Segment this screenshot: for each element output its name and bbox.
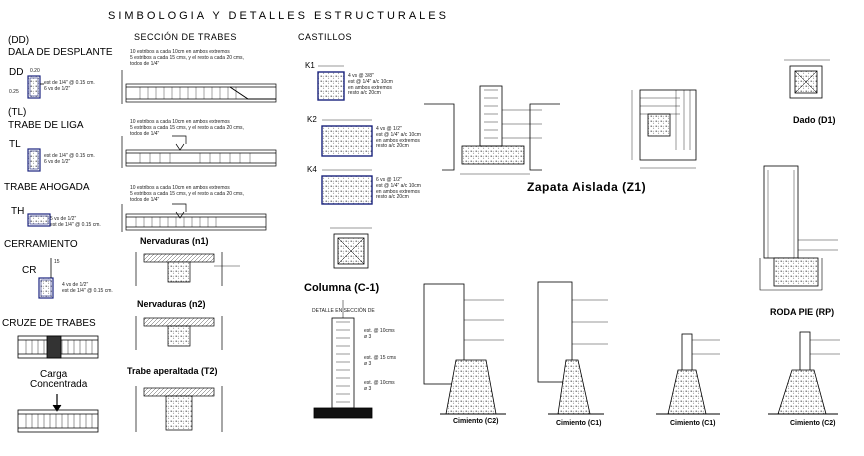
columna-c1-section <box>330 227 372 269</box>
cimiento-c2-detail-b <box>768 331 840 415</box>
cruce-trabes-detail <box>17 335 99 433</box>
trabe-aperaltada-label: Trabe aperaltada (T2) <box>127 366 218 376</box>
dd-dim-width: 0.20 <box>30 68 40 74</box>
trabe-elevation-2 <box>121 135 277 168</box>
th-section <box>27 213 51 227</box>
cr-section <box>38 258 54 299</box>
trabes-header: SECCIÓN DE TRABES <box>134 32 237 42</box>
k4-tag: K4 <box>307 165 317 174</box>
zapata-label: Zapata Aislada (Z1) <box>527 180 647 194</box>
k1-note: 4 vs @ 3/8" est @ 1/4" a/c 10cm en ambos… <box>348 73 393 97</box>
dado-label: Dado (D1) <box>793 115 836 125</box>
est-spacing-b: est. @ 15 cms ø 3 <box>364 355 397 367</box>
dd-dim-height: 0.25 <box>9 89 19 95</box>
k2-tag: K2 <box>307 115 317 124</box>
k4-note: 6 vs @ 1/2" est @ 1/4" a/c 10cm en ambos… <box>376 177 421 201</box>
nervaduras-n1-label: Nervaduras (n1) <box>140 236 209 246</box>
cr-name: CERRAMIENTO <box>4 239 78 250</box>
est-spacing-c: est. @ 10cms ø 3 <box>364 380 395 392</box>
th-name: TRABE AHOGADA <box>4 182 90 193</box>
tl-rebar-note: est de 1/4" @ 0.15 cm. 6 vs de 1/2" <box>44 153 95 165</box>
carga-line1: Carga <box>40 369 68 380</box>
trabe-note-3: 10 estribos a cada 10cm en ambos extremo… <box>130 185 244 203</box>
cr-dim: 15 <box>54 259 60 265</box>
nervadura-n1-section <box>135 252 240 286</box>
cimiento-c1-detail-a <box>537 281 608 415</box>
tl-tag: TL <box>9 139 21 150</box>
column-elevation <box>313 300 373 419</box>
castillo-k4-section <box>321 169 373 205</box>
cimiento-c2-label-b: Cimiento (C2) <box>790 420 836 427</box>
sheet-title: SIMBOLOGIA Y DETALLES ESTRUCTURALES <box>108 10 449 22</box>
k1-tag: K1 <box>305 61 315 70</box>
k2-note: 4 vs @ 1/2" est @ 1/4" a/c 10cm en ambos… <box>376 126 421 150</box>
trabe-aperaltada-section <box>135 386 223 432</box>
carga-line2: Concentrada <box>30 379 88 390</box>
dd-code: (DD) <box>8 35 30 46</box>
columna-label: Columna (C-1) <box>304 282 380 294</box>
tl-section <box>27 148 41 172</box>
trabe-elevation-1 <box>121 70 277 104</box>
tl-code: (TL) <box>8 107 27 118</box>
cimiento-c1-detail-b <box>656 333 720 415</box>
cimiento-c2-label: Cimiento (C2) <box>453 418 499 425</box>
cimiento-c1-label-a: Cimiento (C1) <box>556 420 602 427</box>
cimiento-c1-label-b: Cimiento (C1) <box>670 420 716 427</box>
nervaduras-n2-label: Nervaduras (n2) <box>137 299 206 309</box>
detalle-seccion-label: DETALLE EN SECCIÓN DE <box>312 308 375 314</box>
trabe-elevation-3 <box>121 203 267 232</box>
nervadura-n2-section <box>135 316 223 350</box>
dd-tag: DD <box>9 67 24 78</box>
roda-pie-section <box>759 165 838 291</box>
castillo-k2-section <box>321 119 373 157</box>
cruce-name: CRUZE DE TRABES <box>2 318 96 329</box>
th-tag: TH <box>11 206 25 217</box>
trabe-note-1: 10 estribos a cada 10cm en ambos extremo… <box>130 49 244 67</box>
th-rebar-note: 5 vs de 1/2" est de 1/4" @ 0.15 cm. <box>50 216 101 228</box>
cr-tag: CR <box>22 265 37 276</box>
zapata-z1-elevation <box>424 85 560 175</box>
trabe-note-2: 10 estribos a cada 10cm en ambos extremo… <box>130 119 244 137</box>
cr-rebar-note: 4 vs de 1/2" est de 1/4" @ 0.15 cm. <box>62 282 113 294</box>
castillo-k1-section <box>317 65 345 101</box>
dd-section <box>27 75 44 99</box>
tl-name: TRABE DE LIGA <box>8 120 84 131</box>
roda-pie-label: RODA PIE (RP) <box>770 307 835 317</box>
dd-name: DALA DE DESPLANTE <box>8 47 113 58</box>
est-spacing-a: est. @ 10cms ø 3 <box>364 328 395 340</box>
dd-rebar-note: est de 1/4" @ 0.15 cm. 6 vs de 1/2" <box>44 80 95 92</box>
castillos-header: CASTILLOS <box>298 32 353 42</box>
zapata-z1-plan <box>631 89 697 169</box>
dado-d1-section <box>784 59 830 99</box>
cimiento-c2-detail <box>423 283 506 415</box>
